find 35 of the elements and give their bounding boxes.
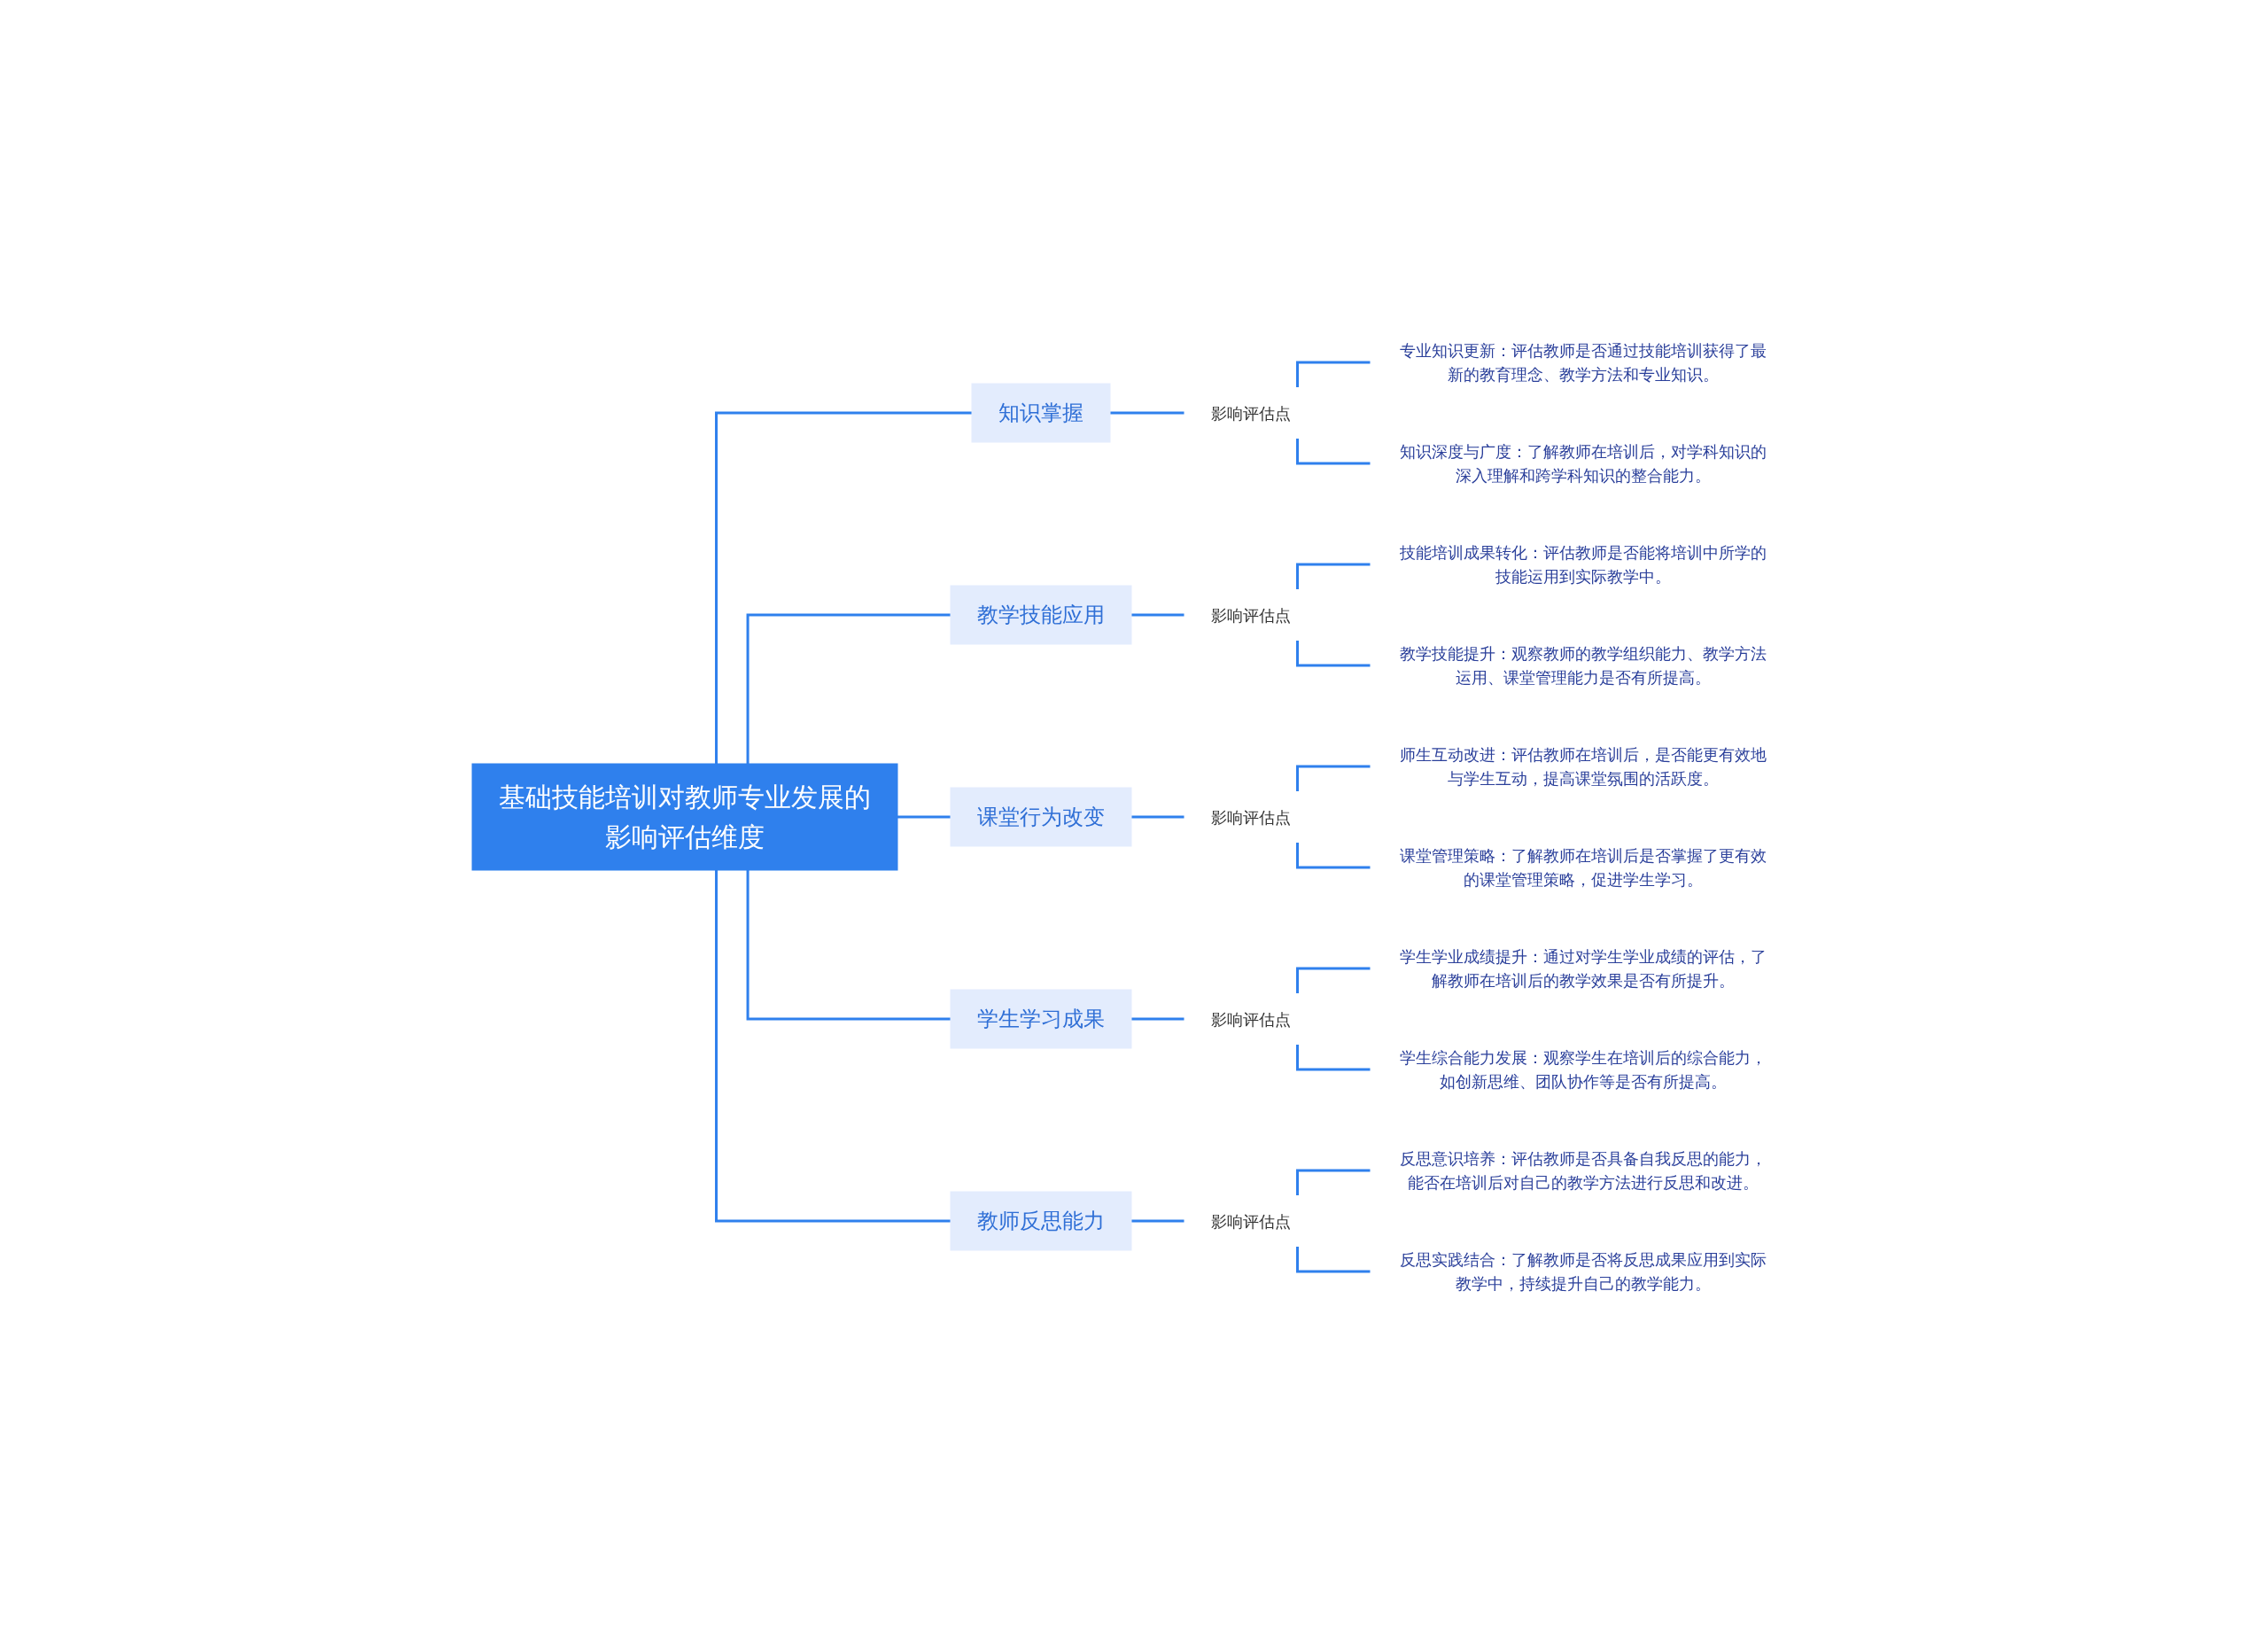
node-box: 基础技能培训对教师专业发展的影响评估维度 xyxy=(471,763,898,870)
node-box: 课堂行为改变 xyxy=(950,787,1132,846)
connector xyxy=(1296,765,1371,791)
node-text: 影响评估点 xyxy=(1211,403,1291,422)
node-text: 影响评估点 xyxy=(1211,1009,1291,1028)
connector xyxy=(715,869,951,1222)
connector xyxy=(715,411,972,764)
node-text: 课堂管理策略：了解教师在培训后是否掌握了更有效的课堂管理策略，促进学生学习。 xyxy=(1400,845,1767,889)
node-text: 反思实践结合：了解教师是否将反思成果应用到实际教学中，持续提升自己的教学能力。 xyxy=(1400,1249,1767,1293)
connector xyxy=(1296,842,1371,868)
connector xyxy=(746,869,951,1020)
node-text: 教学技能提升：观察教师的教学组织能力、教学方法运用、课堂管理能力是否有所提高。 xyxy=(1400,643,1767,687)
node-text: 影响评估点 xyxy=(1211,807,1291,826)
connector xyxy=(1296,1044,1371,1070)
connector xyxy=(1296,1169,1371,1195)
node-text: 反思意识培养：评估教师是否具备自我反思的能力，能否在培训后对自己的教学方法进行反思和改进。 xyxy=(1400,1148,1767,1192)
node-text: 师生互动改进：评估教师在培训后，是否能更有效地与学生互动，提高课堂氛围的活跃度。 xyxy=(1400,744,1767,788)
connector xyxy=(1296,640,1371,666)
connector xyxy=(1296,438,1371,464)
node-text: 专业知识更新：评估教师是否通过技能培训获得了最新的教育理念、教学方法和专业知识。 xyxy=(1400,340,1767,384)
node-text: 影响评估点 xyxy=(1211,605,1291,624)
node-text: 知识深度与广度：了解教师在培训后，对学科知识的深入理解和跨学科知识的整合能力。 xyxy=(1400,441,1767,485)
node-box: 教学技能应用 xyxy=(950,585,1132,644)
connector xyxy=(1296,563,1371,589)
node-box: 知识掌握 xyxy=(971,383,1111,442)
node-text: 学生综合能力发展：观察学生在培训后的综合能力，如创新思维、团队协作等是否有所提高。 xyxy=(1400,1047,1767,1091)
node-text: 学生学业成绩提升：通过对学生学业成绩的评估，了解教师在培训后的教学效果是否有所提升。 xyxy=(1400,946,1767,990)
node-text: 技能培训成果转化：评估教师是否能将培训中所学的技能运用到实际教学中。 xyxy=(1400,542,1767,586)
node-text: 影响评估点 xyxy=(1211,1211,1291,1230)
connector xyxy=(1296,967,1371,993)
connector xyxy=(1296,1246,1371,1272)
node-box: 教师反思能力 xyxy=(950,1191,1132,1250)
connector xyxy=(1296,361,1371,387)
node-box: 学生学习成果 xyxy=(950,989,1132,1048)
connector xyxy=(746,613,951,764)
